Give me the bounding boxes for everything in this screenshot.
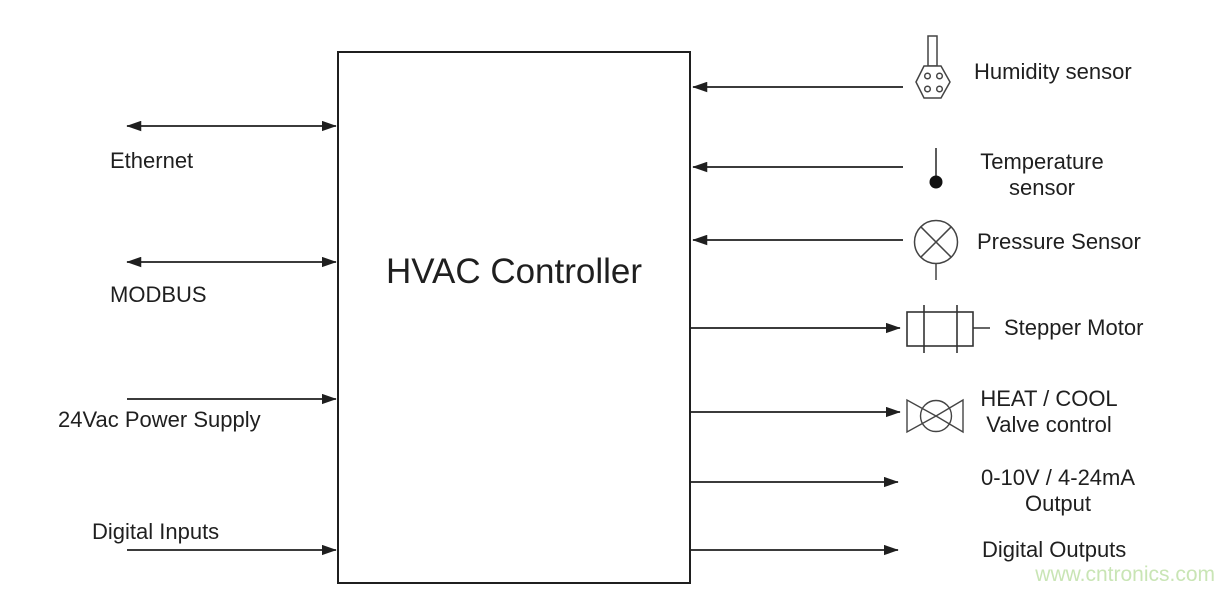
pressure-sensor-icon — [913, 219, 959, 280]
label-line: 0-10V / 4-24mA — [980, 465, 1136, 490]
stepper-motor-icon — [906, 305, 990, 353]
label-line: Temperature — [980, 149, 1104, 174]
digital-inputs-label: Digital Inputs — [92, 519, 220, 544]
temperature-sensor-icon — [929, 148, 943, 189]
controller-title: HVAC Controller — [385, 252, 643, 291]
humidity-sensor-icon — [915, 35, 951, 99]
controller-box — [337, 51, 691, 584]
power-supply-label: 24Vac Power Supply — [58, 407, 261, 432]
humidity-sensor-label: Humidity sensor — [974, 59, 1132, 84]
label-line: sensor — [1008, 175, 1076, 200]
analog-output-label: 0-10V / 4-24mA Output — [981, 465, 1135, 517]
stepper-motor-label: Stepper Motor — [1004, 315, 1144, 340]
modbus-label: MODBUS — [110, 282, 207, 307]
label-line: Valve control — [986, 412, 1112, 437]
pressure-sensor-label: Pressure Sensor — [977, 229, 1141, 254]
ethernet-label: Ethernet — [110, 148, 194, 173]
valve-control-label: HEAT / COOL Valve control — [980, 386, 1117, 438]
valve-icon — [906, 398, 964, 434]
digital-outputs-label: Digital Outputs — [982, 537, 1127, 562]
label-line: Output — [1024, 491, 1092, 516]
label-line: HEAT / COOL — [980, 386, 1118, 411]
temperature-sensor-label: Temperature sensor — [980, 149, 1104, 201]
watermark: www.cntronics.com — [1035, 563, 1215, 586]
